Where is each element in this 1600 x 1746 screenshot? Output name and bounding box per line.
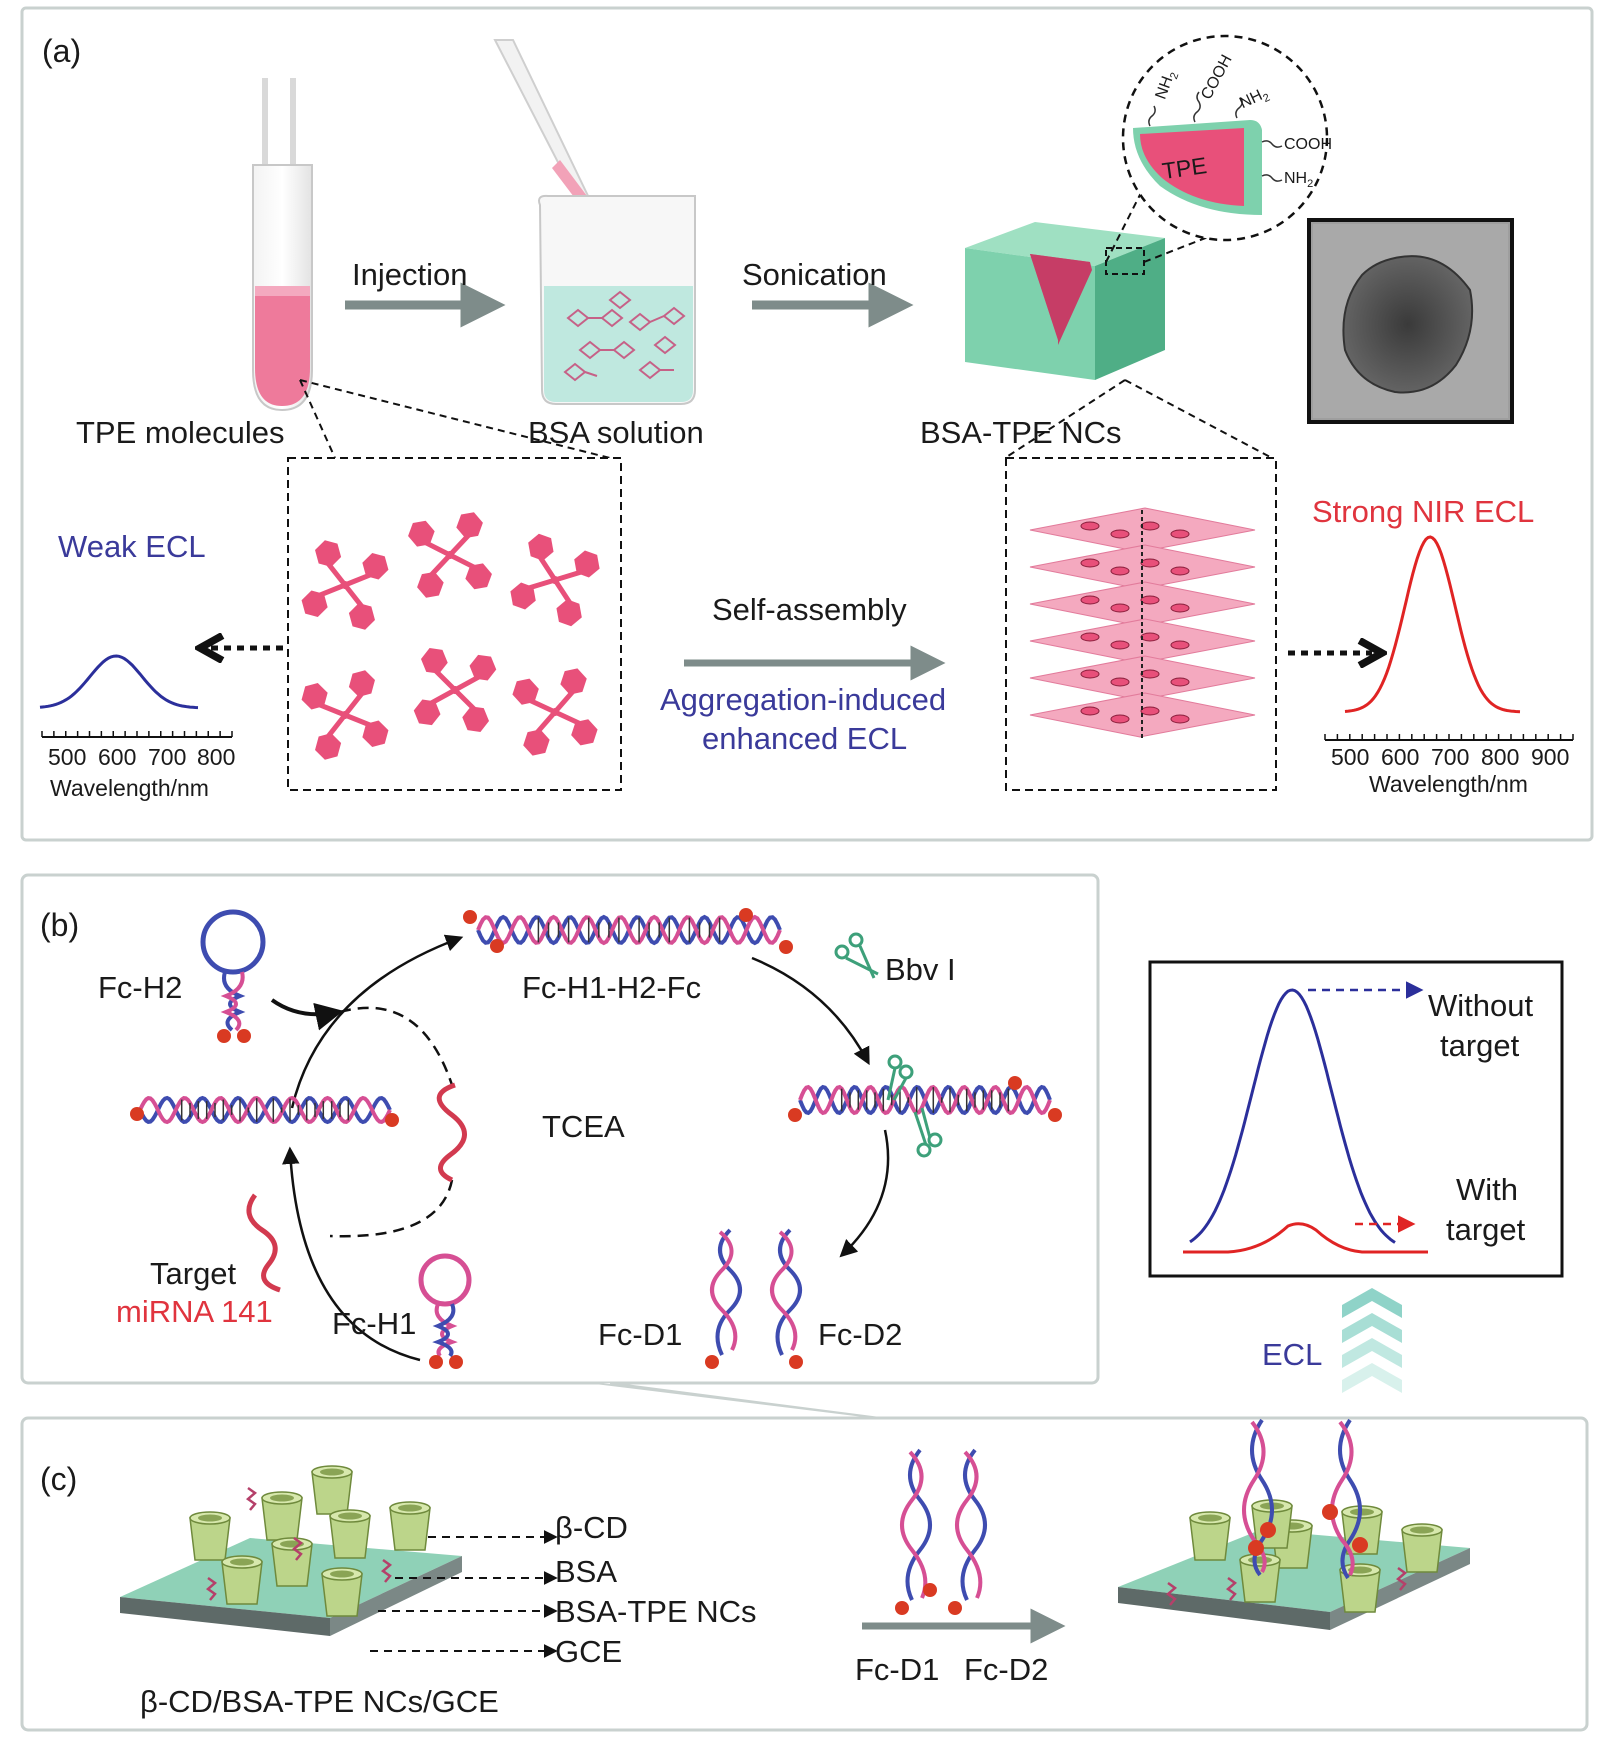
- fc-h1-h2-fc-label: Fc-H1-H2-Fc: [522, 970, 701, 1005]
- injection-label: Injection: [352, 257, 467, 292]
- nanocube: [965, 222, 1165, 380]
- sonication-label: Sonication: [742, 257, 887, 292]
- cleave-arrow: [751, 956, 870, 1066]
- right-tick-500: 500: [1331, 744, 1369, 770]
- cycle-dashed-top: [339, 1006, 454, 1086]
- fc-h2-hairpin: [200, 909, 266, 1043]
- cooh-right: COOH: [1284, 136, 1332, 153]
- mirna-label: miRNA 141: [116, 1294, 273, 1329]
- self-assembly-label: Self-assembly: [712, 592, 907, 627]
- beaker: [538, 194, 696, 405]
- ecl-label: ECL: [1262, 1337, 1322, 1372]
- fc-h1-h2-fc-duplex: [463, 908, 793, 954]
- panel-a: (a) Injection: [20, 6, 1594, 842]
- left-tick-700: 700: [148, 744, 186, 770]
- bsa-tpe-ncs-label: BSA-TPE NCs: [920, 415, 1122, 450]
- release-arrow: [839, 1129, 890, 1258]
- zoom-circle: TPE NH2 COOH NH2 COOH NH2: [1105, 34, 1332, 263]
- with-label-2: target: [1446, 1212, 1526, 1247]
- panel-a-letter: (a): [42, 33, 81, 69]
- tem-image: [1307, 218, 1514, 424]
- panel-b-frame: [20, 873, 1100, 1385]
- target-mirna-strand: [246, 1193, 281, 1293]
- panel-b-letter: (b): [40, 907, 79, 943]
- aie-line-1: Aggregation-induced: [660, 682, 946, 717]
- with-label-1: With: [1456, 1172, 1518, 1207]
- bsa-tpe-label: BSA-TPE NCs: [555, 1594, 757, 1629]
- weak-ecl-spectrum: 500 600 700 800 Wavelength/nm: [39, 654, 235, 801]
- left-tick-800: 800: [197, 744, 235, 770]
- without-label-1: Without: [1428, 988, 1533, 1023]
- fc-h2-label: Fc-H2: [98, 970, 182, 1005]
- h2-join-arrow: [270, 998, 344, 1031]
- cycle-arrow-up-lower: [282, 1146, 421, 1362]
- nh2-right: NH2: [1284, 170, 1313, 190]
- fc-d1-label: Fc-D1: [598, 1317, 682, 1352]
- test-tube: [252, 78, 313, 412]
- gce-label: GCE: [555, 1634, 622, 1669]
- stacked-tpe-box: [1005, 457, 1277, 791]
- right-tick-800: 800: [1481, 744, 1519, 770]
- electrode-label: β-CD/BSA-TPE NCs/GCE: [140, 1684, 499, 1719]
- free-target-strand: [436, 1082, 467, 1183]
- without-label-2: target: [1440, 1028, 1520, 1063]
- middle-fc-strands: [895, 1448, 987, 1615]
- fc-d2-strand: [770, 1228, 803, 1369]
- fc-h1-label: Fc-H1: [332, 1306, 416, 1341]
- weak-ecl-label: Weak ECL: [58, 529, 206, 564]
- beta-cd-label: β-CD: [555, 1510, 628, 1545]
- target-label: Target: [150, 1256, 237, 1291]
- strong-nir-ecl-label: Strong NIR ECL: [1312, 494, 1534, 529]
- nh2-top-left: NH2: [1153, 68, 1182, 102]
- bbv-label: Bbv I: [885, 952, 956, 987]
- right-wavelength-label: Wavelength/nm: [1369, 771, 1528, 797]
- left-electrode: [120, 1465, 462, 1636]
- ecl-chevrons: [1342, 1288, 1402, 1393]
- panel-c-letter: (c): [40, 1461, 77, 1497]
- right-tick-900: 900: [1531, 744, 1569, 770]
- tcea-label: TCEA: [542, 1109, 625, 1144]
- target-h1-duplex: [130, 1095, 399, 1127]
- ecl-result-box: Without target With target: [1148, 960, 1564, 1278]
- right-electrode: [1118, 1418, 1470, 1630]
- fc-d1-strand: [705, 1228, 742, 1369]
- cycle-arrow-up: [290, 934, 464, 1109]
- dispersed-tpe-box: [287, 457, 622, 791]
- bsa-solution-label: BSA solution: [528, 415, 704, 450]
- bsa-label: BSA: [555, 1554, 617, 1589]
- right-tick-700: 700: [1431, 744, 1469, 770]
- left-tick-600: 600: [98, 744, 136, 770]
- mid-fc-d1-label: Fc-D1: [855, 1652, 939, 1687]
- left-tick-500: 500: [48, 744, 86, 770]
- right-tick-600: 600: [1381, 744, 1419, 770]
- panel-c: (c) β-CD BSA BSA-TPE NCs GCE β-CD/BSA-T: [20, 1416, 1589, 1732]
- scissors-icon: [834, 932, 879, 979]
- tpe-molecules-label: TPE molecules: [76, 415, 284, 450]
- cycle-dashed-bottom: [329, 1179, 454, 1238]
- tpe-core-label: TPE: [1160, 152, 1208, 184]
- cleaved-duplex: [788, 1054, 1062, 1158]
- mid-fc-d2-label: Fc-D2: [964, 1652, 1048, 1687]
- fc-d2-label: Fc-D2: [818, 1317, 902, 1352]
- aie-line-2: enhanced ECL: [702, 721, 907, 756]
- strong-ecl-spectrum: 500 600 700 800 900 Wavelength/nm: [1324, 535, 1574, 797]
- panel-b: (b) Fc-H2 Fc-H1-H2-Fc Bbv I: [20, 873, 1564, 1419]
- fc-h1-hairpin: [418, 1253, 472, 1369]
- left-wavelength-label: Wavelength/nm: [50, 775, 209, 801]
